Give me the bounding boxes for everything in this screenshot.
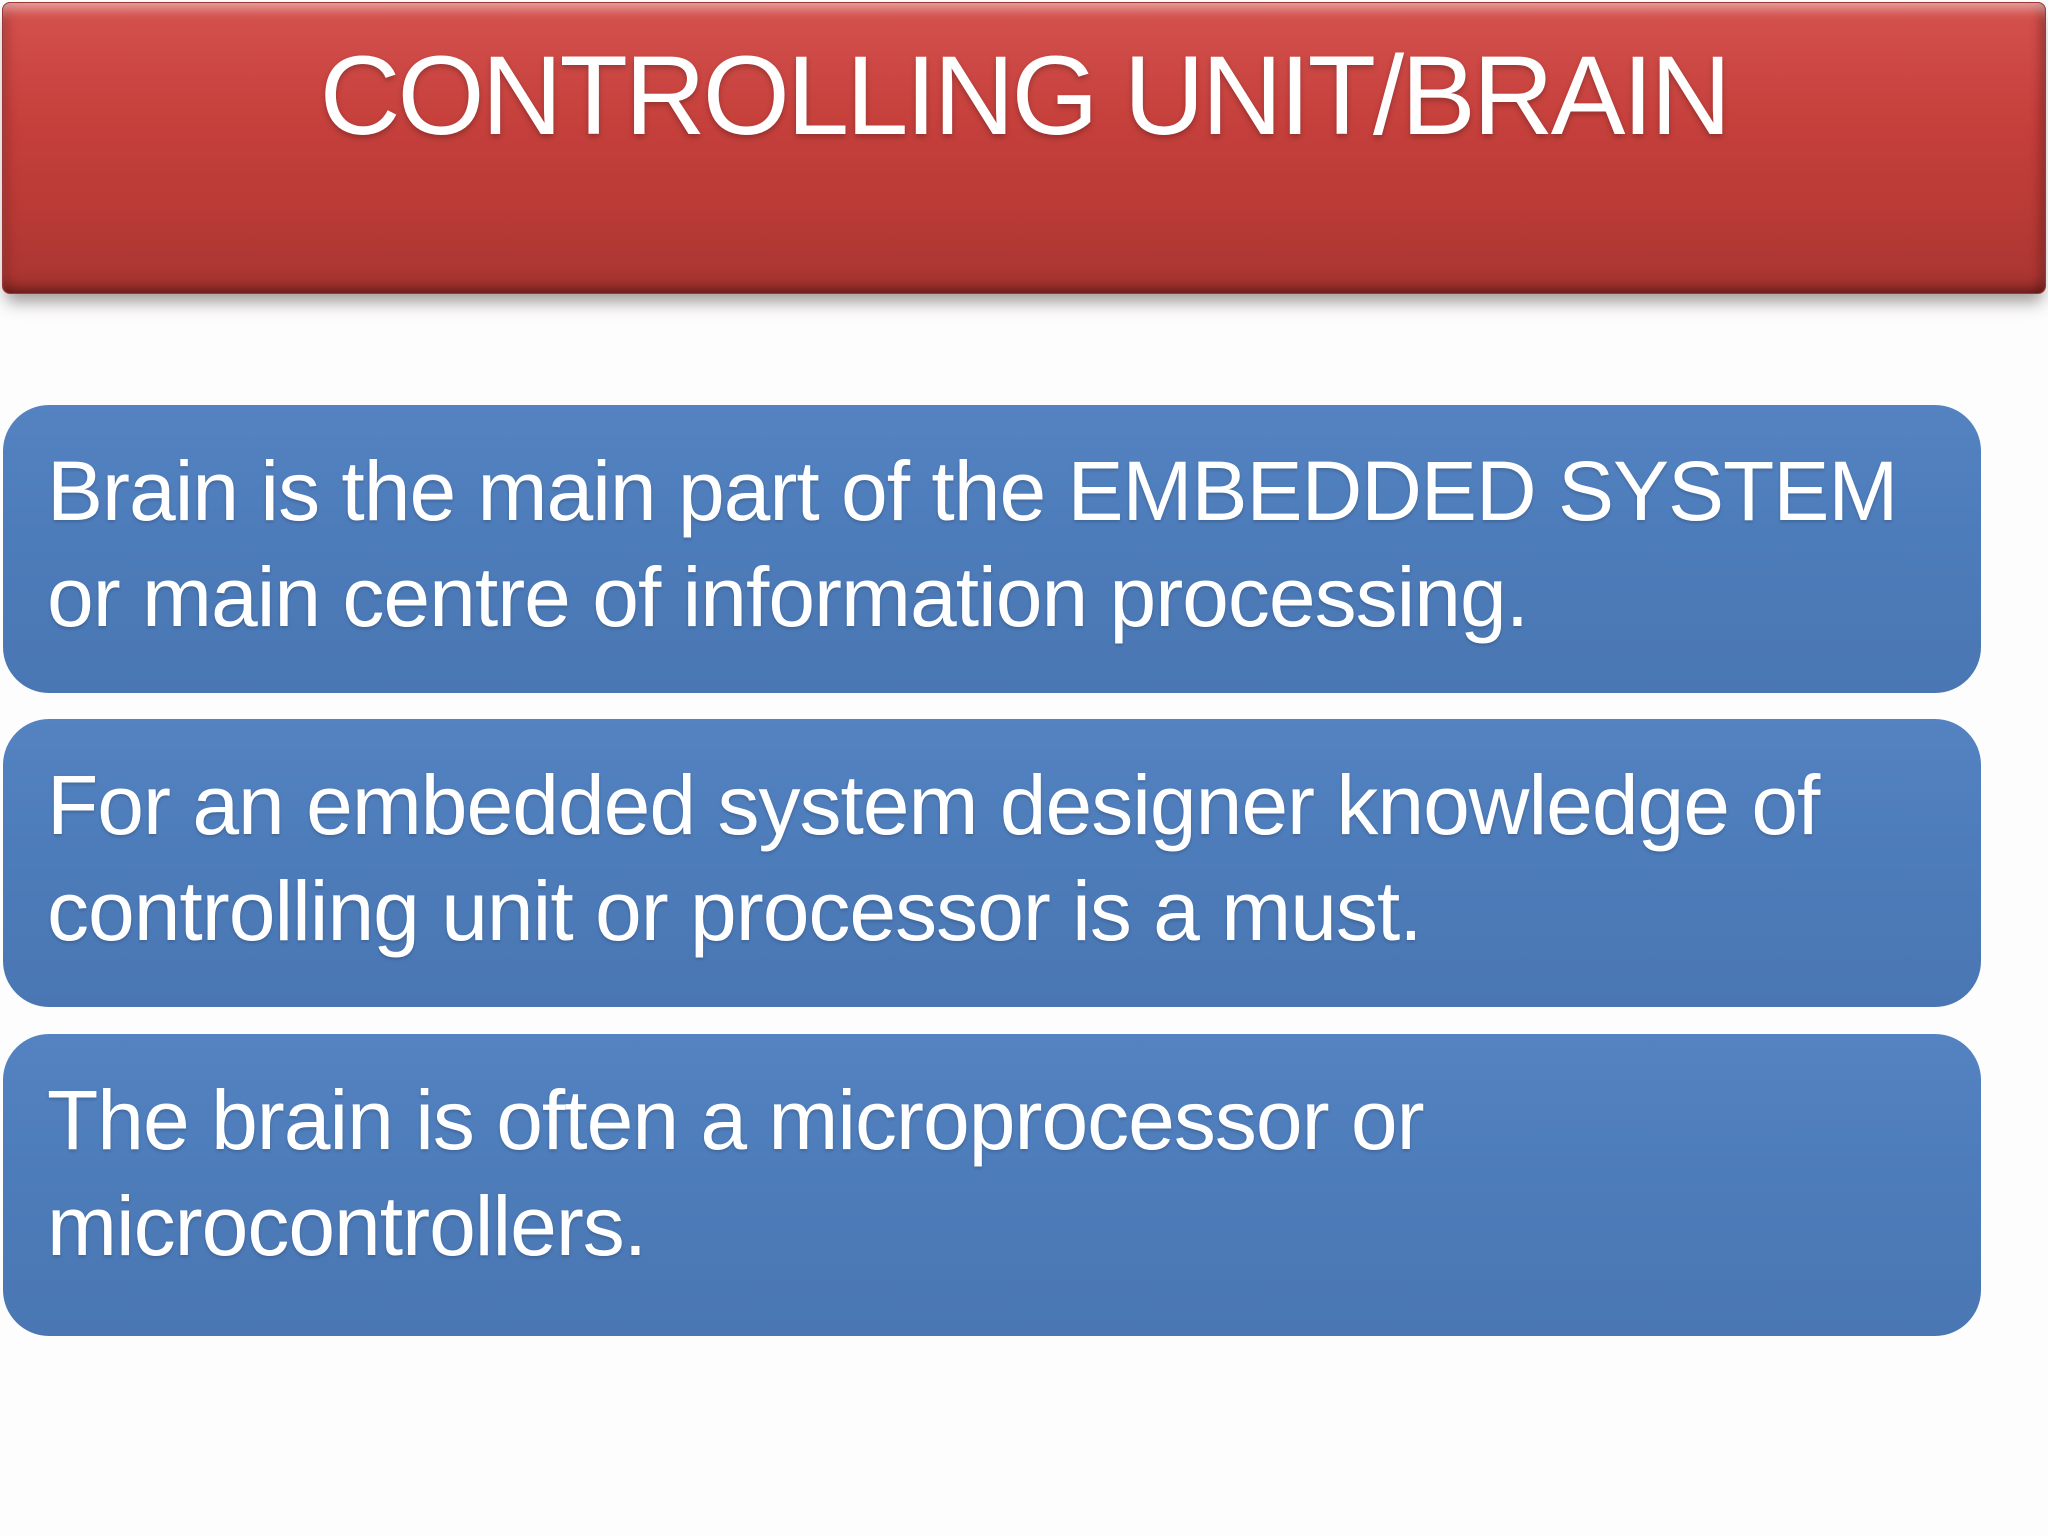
card-text-line: or main centre of information processing… xyxy=(47,549,1529,644)
card-microprocessor: The brain is often a microprocessor or m… xyxy=(3,1034,1981,1336)
card-text-line: controlling unit or processor is a must. xyxy=(47,863,1423,958)
card-text-line: For an embedded system designer knowledg… xyxy=(47,758,1820,852)
slide-title: CONTROLLING UNIT/BRAIN xyxy=(319,33,1732,158)
card-brain-definition: Brain is the main part of the EMBEDDED S… xyxy=(3,405,1981,693)
card-text-line: Brain is the main part of the EMBEDDED S… xyxy=(47,444,1898,538)
card-designer-knowledge: For an embedded system designer knowledg… xyxy=(3,719,1981,1007)
title-banner: CONTROLLING UNIT/BRAIN xyxy=(2,2,2046,294)
card-text-line: microcontrollers. xyxy=(47,1178,647,1273)
card-text-line: The brain is often a microprocessor or xyxy=(47,1073,1425,1167)
